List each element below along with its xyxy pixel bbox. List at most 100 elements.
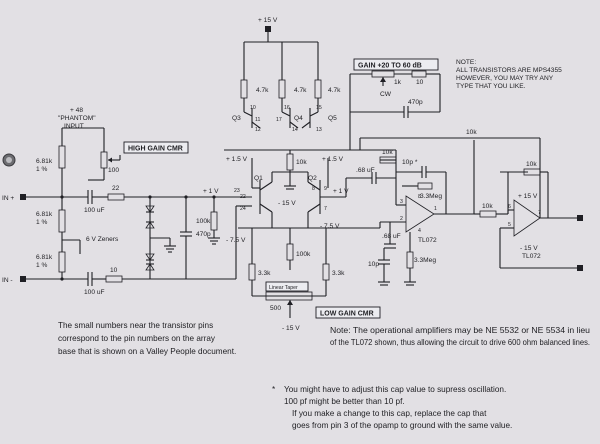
transistor-note-3: HOWEVER, YOU MAY TRY ANY — [456, 75, 554, 82]
c68uf-a-label: .68 uF — [356, 167, 375, 174]
transistor-note-2: ALL TRANSISTORS ARE MPS4355 — [456, 67, 562, 74]
neg-rail-mid-label: - 15 V — [278, 200, 296, 207]
opamp-note-2: of the TL072 shown, thus allowing the ci… — [330, 338, 590, 347]
pin-10: 10 — [250, 105, 256, 111]
pin-11: 11 — [255, 117, 260, 123]
c470p-in-label: 470p — [196, 231, 211, 238]
right-rail-label: + 1.5 V — [322, 156, 344, 163]
pin-17: 17 — [276, 117, 282, 123]
gain-10-label: 10 — [416, 79, 424, 86]
transistor-array — [224, 26, 541, 318]
pin-15: 15 — [316, 105, 322, 111]
pin-22: 22 — [240, 194, 246, 200]
r47k-b-label: 4.7k — [294, 87, 307, 94]
r10-label: 10 — [110, 267, 118, 274]
r-phantom-top-label: 6.81k — [36, 158, 53, 165]
op-pin-2: 2 — [400, 216, 403, 222]
low-gain-cmr-label: LOW GAIN CMR — [320, 311, 374, 318]
op-pin-1: 1 — [434, 206, 437, 212]
pin-7: 7 — [324, 206, 327, 212]
pot-500-label: 500 — [270, 305, 281, 312]
bottom-supply-label: - 15 V — [282, 325, 300, 332]
op1-label: TL072 — [418, 237, 437, 244]
opamp-note-1: Note: The operational amplifiers may be … — [330, 326, 590, 335]
phantom-label-2: "PHANTOM" — [58, 115, 96, 122]
neg-left-label: - 7.5 V — [226, 237, 246, 244]
r33k-l-label: 3.3k — [258, 270, 271, 277]
cap-in-top-label: 100 uF — [84, 207, 105, 214]
cap-note-2: 100 pf might be better than 10 pf. — [284, 397, 405, 406]
pin-23: 23 — [234, 188, 240, 194]
opamp-2 — [473, 140, 583, 271]
phantom-label-1: + 48 — [70, 107, 83, 114]
phantom-label-3: INPUT — [64, 123, 84, 130]
r-phantom-mid-label: 6.81k — [36, 211, 53, 218]
r33k-r-label: 3.3k — [332, 270, 345, 277]
transistor-note-4: TYPE THAT YOU LIKE. — [456, 83, 526, 90]
pin-note-3: base that is shown on a Valley People do… — [58, 347, 236, 356]
r10k-a-label: 10k — [382, 149, 393, 156]
r-phantom-bot-tol: 1 % — [36, 262, 47, 269]
r100k-tail-label: 100k — [296, 251, 311, 258]
input-section — [20, 127, 252, 286]
op-pin-3: 3 — [400, 199, 403, 205]
r47k-a-label: 4.7k — [256, 87, 269, 94]
high-gain-cmr-label: HIGH GAIN CMR — [128, 146, 183, 153]
r10k-mid-label: 10k — [296, 159, 307, 166]
op-pin-7: 7 — [538, 210, 541, 216]
star-marker: * — [272, 385, 276, 394]
r10k-b-label: 10k — [482, 203, 493, 210]
cap-note-3: If you make a change to this cap, replac… — [292, 409, 487, 418]
q1-label: Q1 — [254, 175, 263, 182]
pin-8: 8 — [312, 186, 315, 192]
q2-base-bias-label: + 1 V — [333, 188, 349, 195]
pin-14: 14 — [292, 127, 298, 133]
pin-9: 9 — [324, 186, 327, 192]
op-pin-8: 8 — [418, 194, 421, 200]
plus15-supply-label: + 15 V — [258, 17, 278, 24]
op2-pos-label: + 15 V — [518, 193, 538, 200]
r100k-in-label: 100k — [196, 218, 211, 225]
gain-470p-label: 470p — [408, 99, 423, 106]
c10p-b-label: 10p — [368, 261, 379, 268]
pin-24: 24 — [240, 206, 246, 212]
gain-1k-label: 1k — [394, 79, 402, 86]
linear-taper-box: Linear Taper — [265, 281, 309, 292]
gain-range-label: GAIN +20 TO 60 dB — [358, 63, 422, 70]
q1-base-bias-label: + 1 V — [203, 188, 219, 195]
r47k-c-label: 4.7k — [328, 87, 341, 94]
linear-taper-label: Linear Taper — [269, 285, 298, 291]
input-plus-label: IN + — [2, 195, 14, 202]
pin-12: 12 — [255, 127, 261, 133]
gain-network — [349, 70, 441, 150]
transistor-note-1: NOTE: — [456, 59, 476, 66]
op-pin-4: 4 — [418, 228, 421, 234]
r10k-c-label: 10k — [526, 161, 537, 168]
c10p-star-label: 10p * — [402, 159, 418, 166]
pin-note-2: correspond to the pin numbers on the arr… — [58, 334, 216, 343]
zeners-label: 6 V Zeners — [86, 236, 119, 243]
pin-note-1: The small numbers near the transistor pi… — [58, 321, 213, 330]
pin-16: 16 — [284, 105, 290, 111]
fb-10k-label: 10k — [466, 129, 477, 136]
gain-cw-label: CW — [380, 91, 392, 98]
q2-label: Q2 — [308, 175, 317, 182]
r22-label: 22 — [112, 185, 120, 192]
r33meg-a-label: 3.3Meg — [420, 193, 442, 200]
cap-in-bot-label: 100 uF — [84, 289, 105, 296]
c68uf-b-label: .68 uF — [382, 233, 401, 240]
q4-label: Q4 — [294, 115, 303, 122]
op-pin-6: 6 — [508, 204, 511, 210]
cap-note-4: goes from pin 3 of the opamp to ground w… — [292, 421, 512, 430]
op-pin-5: 5 — [508, 222, 511, 228]
input-minus-label: IN - — [2, 277, 13, 284]
r-phantom-top-tol: 1 % — [36, 166, 47, 173]
opamp-1 — [346, 149, 474, 286]
r33meg-b-label: 3.3Meg — [414, 257, 436, 264]
q5-label: Q5 — [328, 115, 337, 122]
r-phantom-mid-tol: 1 % — [36, 219, 47, 226]
gain-range-box: GAIN +20 TO 60 dB — [353, 58, 439, 71]
left-rail-label: + 1.5 V — [226, 156, 248, 163]
